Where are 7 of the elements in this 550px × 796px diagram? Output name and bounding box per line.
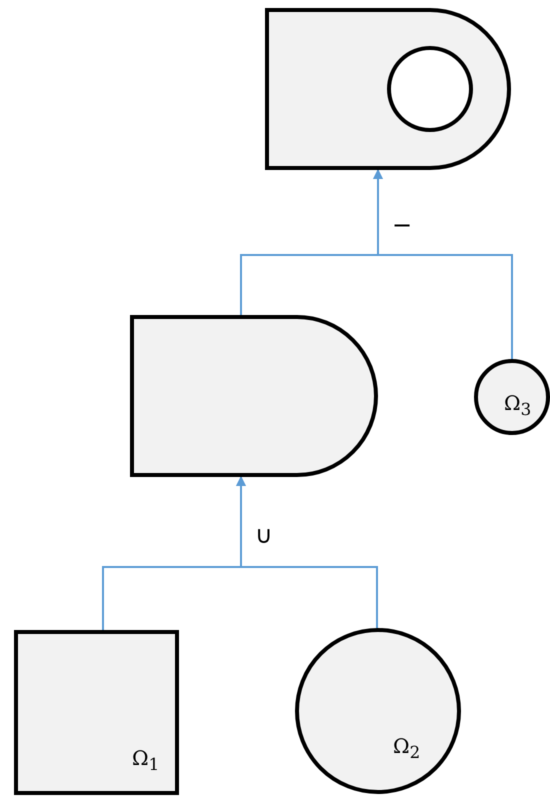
- connector: [236, 476, 378, 628]
- connector: [373, 169, 513, 359]
- shape-label: Ω$_{2}$: [393, 736, 420, 762]
- shape-label: Ω$_{3}$: [504, 393, 532, 419]
- operator-label: ∪: [255, 523, 273, 547]
- operator-label: −: [392, 213, 412, 237]
- shape-label: Ω$_{1}$: [132, 748, 160, 774]
